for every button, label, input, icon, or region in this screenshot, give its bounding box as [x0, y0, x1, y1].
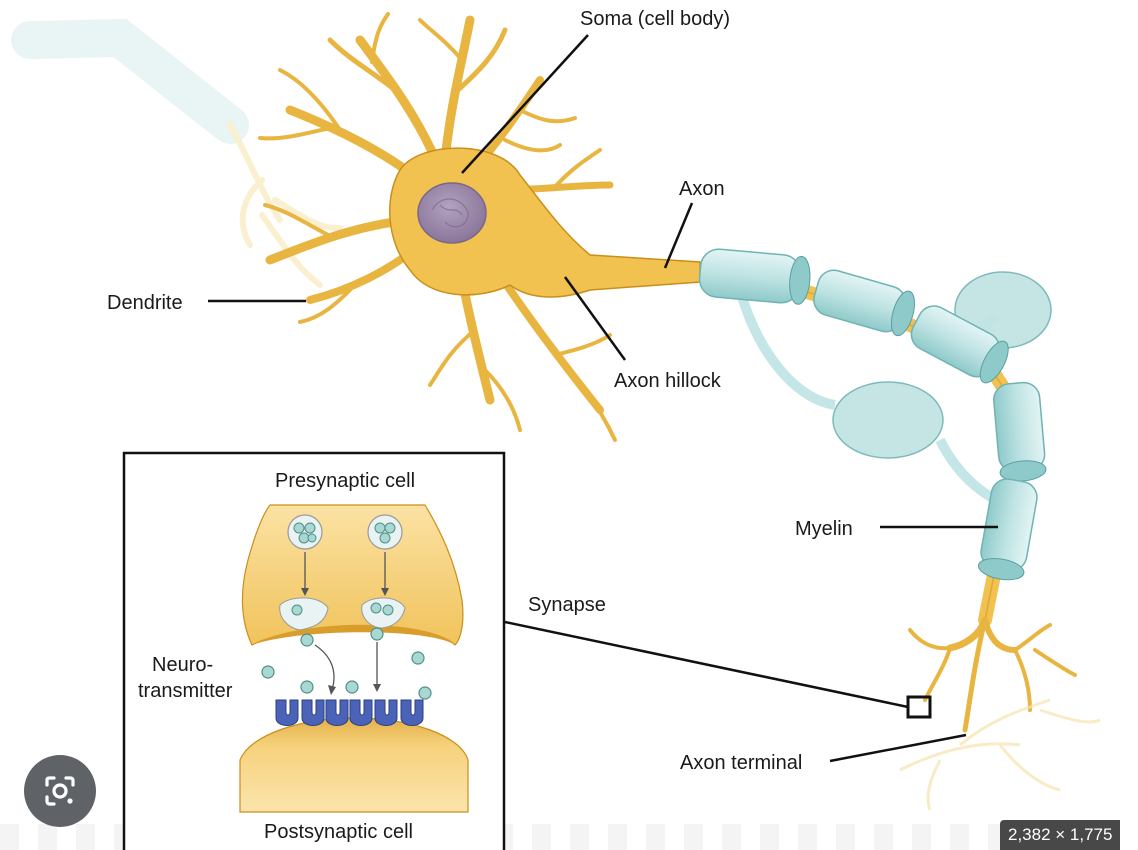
label-neurotransmitter-1: Neuro-: [152, 654, 213, 676]
presynaptic-terminal: [241, 504, 464, 646]
label-neurotransmitter-2: transmitter: [138, 680, 233, 702]
label-synapse: Synapse: [528, 594, 606, 616]
myelin-sheaths: [698, 248, 1052, 581]
upstream-neuron: [11, 18, 343, 288]
label-postsynaptic: Postsynaptic cell: [264, 821, 413, 843]
leader-lines: [208, 34, 998, 763]
release-arrows: [301, 552, 389, 695]
axon-terminals: [908, 616, 1077, 733]
label-presynaptic: Presynaptic cell: [275, 470, 415, 492]
label-soma: Soma (cell body): [580, 8, 730, 30]
lens-search-button[interactable]: [24, 755, 96, 827]
label-myelin: Myelin: [795, 518, 853, 540]
label-axon-terminal: Axon terminal: [680, 752, 802, 774]
label-axon-hillock: Axon hillock: [614, 370, 722, 392]
image-dimensions-badge: 2,382 × 1,775: [1000, 820, 1121, 850]
downstream-neuron: [899, 698, 1101, 811]
neurotransmitter-molecules: [261, 627, 432, 700]
lens-camera-icon: [45, 776, 75, 806]
label-axon: Axon: [679, 178, 725, 200]
vesicles: [279, 514, 406, 631]
nucleus: [417, 182, 487, 244]
receptors: [275, 699, 424, 726]
label-dendrite: Dendrite: [107, 292, 183, 314]
postsynaptic-terminal: [239, 717, 469, 813]
